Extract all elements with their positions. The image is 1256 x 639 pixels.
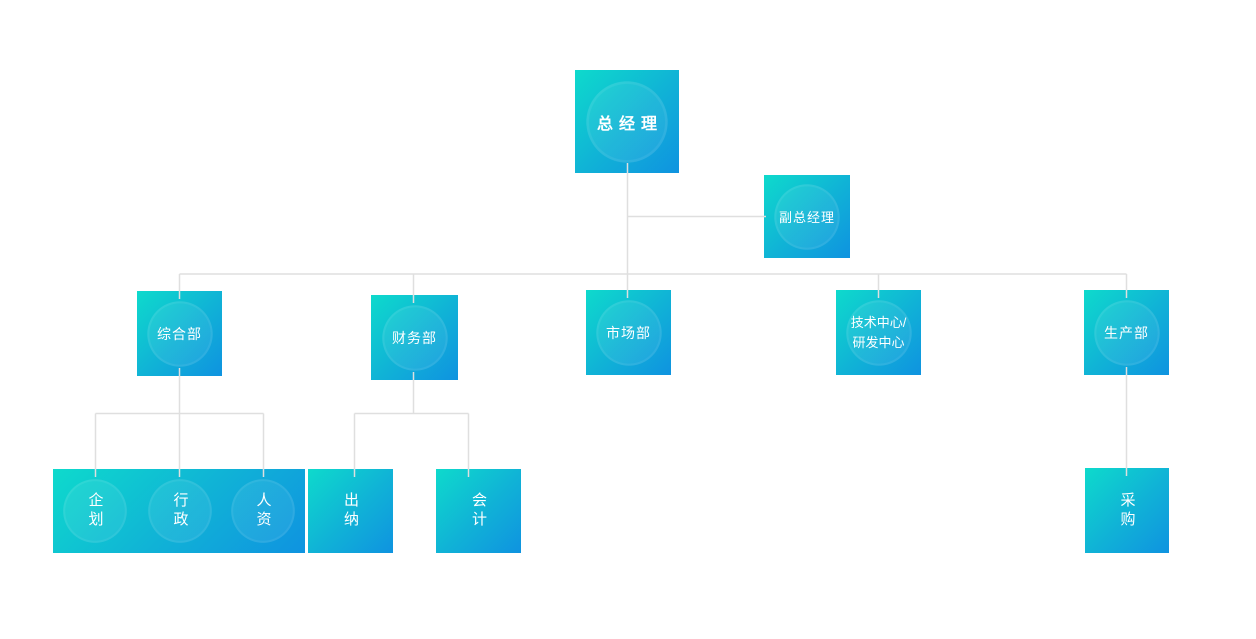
org-node-accounting: 会计 bbox=[436, 469, 521, 553]
org-node-admin: 行政 bbox=[143, 469, 217, 553]
node-highlight-circle bbox=[59, 475, 131, 547]
org-node-market-dept-label: 市场部 bbox=[606, 324, 651, 341]
org-node-ceo-label: 总经理 bbox=[596, 115, 663, 133]
org-node-tech-center-label: 技术中心/ 研发中心 bbox=[850, 314, 907, 350]
node-highlight-circle bbox=[377, 300, 452, 375]
org-node-cashier-label: 出纳 bbox=[342, 492, 359, 530]
org-node-deputy: 副总经理 bbox=[764, 175, 850, 258]
org-node-purchasing: 采购 bbox=[1085, 468, 1169, 553]
org-node-general-dept-label: 综合部 bbox=[157, 325, 202, 342]
node-highlight-circle bbox=[142, 296, 217, 371]
org-node-general-dept: 综合部 bbox=[137, 291, 222, 376]
org-node-accounting-label: 会计 bbox=[470, 492, 487, 530]
org-node-planning: 企划 bbox=[58, 469, 132, 553]
org-node-ceo: 总经理 bbox=[575, 70, 679, 173]
node-highlight-circle bbox=[227, 475, 299, 547]
org-node-hr: 人资 bbox=[226, 469, 300, 553]
node-highlight-circle bbox=[581, 75, 673, 168]
org-node-admin-label: 行政 bbox=[171, 492, 189, 530]
org-node-production-dept: 生产部 bbox=[1084, 290, 1169, 375]
org-node-finance-dept: 财务部 bbox=[371, 295, 458, 380]
node-highlight-circle bbox=[144, 475, 216, 547]
node-highlight-circle bbox=[841, 295, 916, 370]
org-node-purchasing-label: 采购 bbox=[1118, 491, 1136, 530]
node-highlight-circle bbox=[770, 179, 844, 254]
org-node-hr-label: 人资 bbox=[254, 492, 272, 530]
org-node-tech-center: 技术中心/ 研发中心 bbox=[836, 290, 921, 375]
node-highlight-circle bbox=[591, 295, 666, 370]
org-node-cashier: 出纳 bbox=[308, 469, 393, 553]
org-node-general-subunits: 企划 行政 人资 bbox=[53, 469, 305, 553]
org-node-finance-dept-label: 财务部 bbox=[392, 329, 437, 346]
org-node-market-dept: 市场部 bbox=[586, 290, 671, 375]
org-node-deputy-label: 副总经理 bbox=[778, 210, 835, 225]
org-node-production-dept-label: 生产部 bbox=[1104, 324, 1149, 341]
org-node-planning-label: 企划 bbox=[86, 492, 104, 530]
node-highlight-circle bbox=[1089, 295, 1164, 370]
